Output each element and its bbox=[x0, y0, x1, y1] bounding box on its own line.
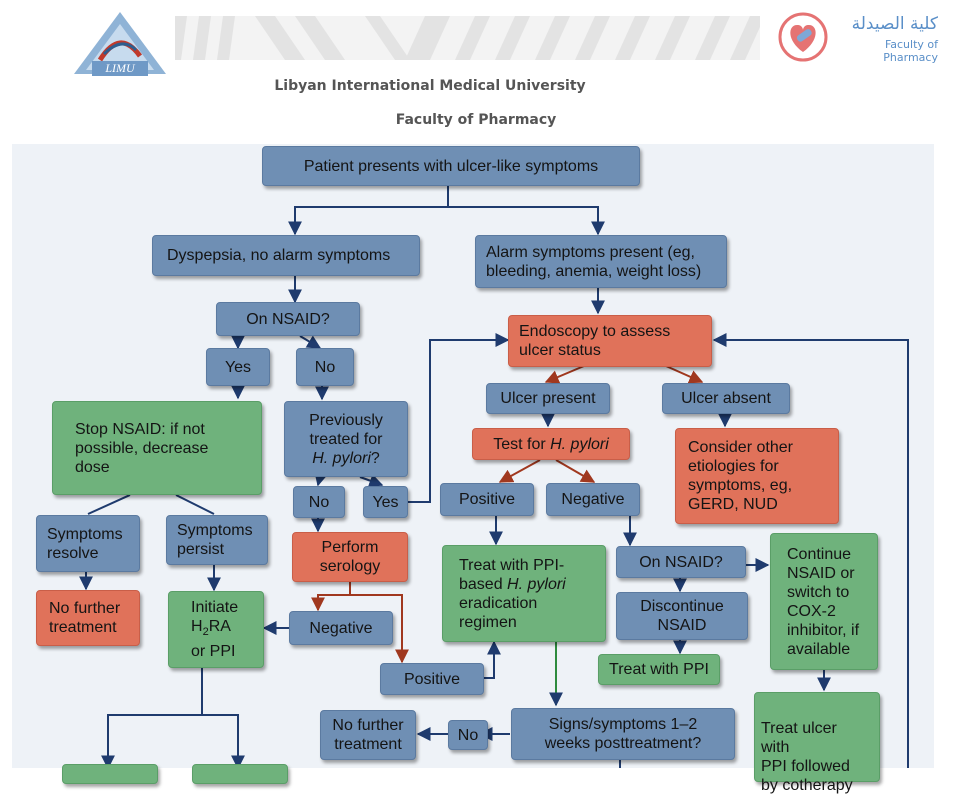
node-ulcer-present: Ulcer present bbox=[486, 383, 610, 414]
connector bbox=[101, 668, 203, 768]
connector bbox=[498, 459, 541, 483]
node-negative-1: Negative bbox=[546, 483, 640, 516]
connector bbox=[484, 640, 501, 679]
faculty-logo: كلية الصيدلة Faculty of Pharmacy bbox=[778, 12, 943, 64]
node-endoscopy: Endoscopy to assess ulcer status bbox=[508, 315, 712, 367]
faculty-name: Faculty of Pharmacy bbox=[395, 112, 557, 128]
limu-logo-text: LIMU bbox=[92, 61, 148, 76]
node-yes-1: Yes bbox=[206, 348, 270, 386]
connector bbox=[202, 714, 245, 768]
node-cutoff-middle bbox=[192, 764, 288, 784]
university-name: Libyan International Medical University bbox=[274, 78, 586, 94]
node-positive-2: Positive bbox=[380, 663, 484, 695]
node-no-2: No bbox=[293, 486, 345, 518]
connector bbox=[314, 471, 328, 487]
connector bbox=[299, 335, 322, 349]
node-dyspepsia: Dyspepsia, no alarm symptoms bbox=[152, 235, 420, 276]
node-no-further-treatment-1: No further treatment bbox=[36, 590, 140, 646]
connector bbox=[359, 474, 384, 488]
connector bbox=[87, 494, 131, 515]
node-no-3: No bbox=[448, 720, 488, 750]
node-signs-symptoms: Signs/symptoms 1–2 weeks posttreatment? bbox=[511, 708, 735, 760]
node-test-h-pylori: Test for H. pylori bbox=[472, 428, 630, 460]
connector bbox=[408, 333, 510, 503]
faculty-logo-english: Faculty of Pharmacy bbox=[883, 38, 938, 64]
node-treat-ulcer: Treat ulcer with PPI followed by cothera… bbox=[754, 692, 880, 794]
node-patient-presents: Patient presents with ulcer-like symptom… bbox=[262, 146, 640, 186]
node-yes-2: Yes bbox=[363, 486, 408, 518]
decorative-stripes bbox=[169, 16, 765, 60]
connector bbox=[288, 186, 449, 236]
node-ulcer-absent: Ulcer absent bbox=[662, 383, 790, 414]
connector bbox=[665, 365, 704, 384]
flowchart-connectors bbox=[79, 186, 909, 768]
connector bbox=[311, 582, 351, 612]
node-no-1: No bbox=[296, 348, 354, 386]
connector bbox=[175, 494, 215, 515]
node-discontinue-nsaid: Discontinue NSAID bbox=[616, 592, 748, 640]
node-positive-1: Positive bbox=[440, 483, 534, 516]
connector bbox=[712, 333, 909, 768]
connector bbox=[448, 206, 605, 236]
node-consider-other: Consider other etiologies for symptoms, … bbox=[675, 428, 839, 524]
node-treat-with-ppi: Treat with PPI bbox=[598, 654, 720, 685]
limu-logo: LIMU bbox=[70, 10, 170, 78]
node-on-nsaid-2: On NSAID? bbox=[616, 546, 746, 578]
node-negative-2: Negative bbox=[289, 611, 393, 645]
node-treat-ppi-hp: Treat with PPI- based H. pylori eradicat… bbox=[442, 545, 606, 642]
node-no-further-treatment-2: No further treatment bbox=[320, 710, 416, 760]
node-continue-nsaid: Continue NSAID or switch to COX-2 inhibi… bbox=[770, 533, 878, 670]
connector bbox=[544, 365, 585, 384]
node-cutoff-left bbox=[62, 764, 158, 784]
node-stop-nsaid: Stop NSAID: if not possible, decrease do… bbox=[52, 401, 262, 495]
node-perform-serology: Perform serology bbox=[292, 532, 408, 582]
faculty-logo-arabic: كلية الصيدلة bbox=[851, 14, 938, 34]
connector bbox=[555, 459, 596, 483]
connector bbox=[350, 594, 409, 664]
node-alarm-symptoms: Alarm symptoms present (eg, bleeding, an… bbox=[475, 235, 727, 288]
node-symptoms-resolve: Symptoms resolve bbox=[36, 515, 140, 572]
node-symptoms-persist: Symptoms persist bbox=[166, 515, 268, 565]
node-on-nsaid-1: On NSAID? bbox=[216, 302, 360, 336]
